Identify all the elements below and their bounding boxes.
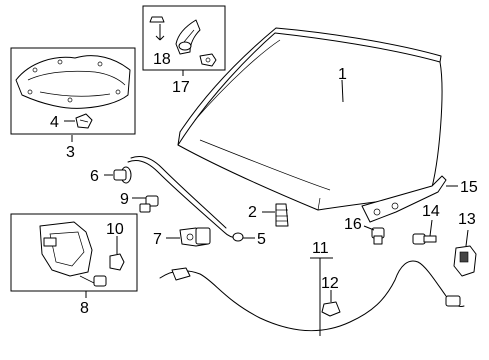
bolt-9	[132, 195, 159, 213]
callout-5: 5	[257, 231, 266, 248]
callout-13: 13	[458, 211, 476, 228]
bumper-2	[262, 203, 289, 227]
callout-1: 1	[338, 66, 347, 83]
callout-11: 11	[312, 240, 329, 257]
callout-12: 12	[321, 275, 339, 292]
callout-14: 14	[422, 203, 440, 220]
callout-10: 10	[106, 221, 124, 238]
bolt-14	[412, 219, 437, 245]
cable-clip-12	[321, 290, 341, 317]
prop-rod	[127, 155, 255, 242]
callout-7: 7	[153, 231, 162, 248]
latch-box	[10, 213, 138, 292]
callout-8: 8	[80, 300, 89, 317]
latch-striker	[453, 229, 477, 277]
callout-18: 18	[153, 51, 171, 68]
callout-17: 17	[172, 79, 190, 96]
release-cable	[159, 257, 465, 336]
callout-4: 4	[50, 114, 59, 131]
callout-6: 6	[90, 168, 99, 185]
insulator-box	[10, 47, 136, 135]
hood-hinge	[361, 175, 458, 223]
grommet	[104, 166, 132, 184]
callout-16: 16	[344, 216, 362, 233]
prop-holder	[166, 227, 211, 247]
callout-3: 3	[66, 144, 75, 161]
hood-panel	[177, 27, 443, 211]
callout-2: 2	[248, 204, 257, 221]
callout-9: 9	[120, 191, 129, 208]
callout-15: 15	[460, 179, 478, 196]
hinge-bolt-16	[363, 225, 385, 245]
leader-1	[341, 79, 344, 103]
bumper-box	[142, 5, 226, 71]
